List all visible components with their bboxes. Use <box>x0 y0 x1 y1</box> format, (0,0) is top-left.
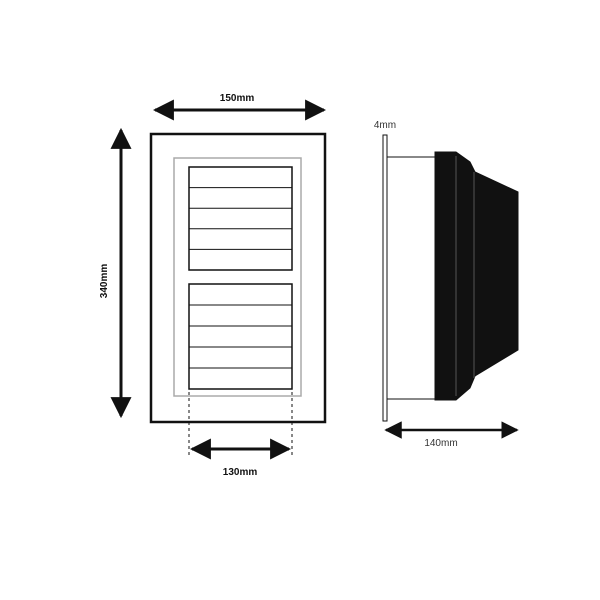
flange-plate <box>382 134 388 422</box>
louver-slats-top <box>189 187 292 250</box>
label-depth: 140mm <box>424 438 457 449</box>
duct-spigot <box>386 156 438 400</box>
dimension-width-inner: 130mm <box>188 392 293 478</box>
front-view <box>149 132 327 424</box>
dimension-width-outer: 150mm <box>152 93 327 121</box>
louver-panel-bottom <box>188 283 293 390</box>
inner-frame <box>173 157 302 397</box>
side-view <box>382 134 519 422</box>
dimension-depth: 140mm <box>384 421 519 449</box>
louver-panel-top <box>188 166 293 271</box>
louver-panel-top-frame <box>188 166 293 271</box>
label-width-outer: 150mm <box>220 93 255 104</box>
louver-slats-bottom <box>189 304 292 369</box>
dimension-height-outer: 340mm <box>99 127 132 419</box>
label-height-outer: 340mm <box>99 264 110 299</box>
outer-frame <box>149 132 327 424</box>
label-flange-thickness: 4mm <box>374 120 396 131</box>
louver-panel-bottom-frame <box>188 283 293 390</box>
housing-body <box>434 151 519 401</box>
label-width-inner: 130mm <box>223 467 258 478</box>
